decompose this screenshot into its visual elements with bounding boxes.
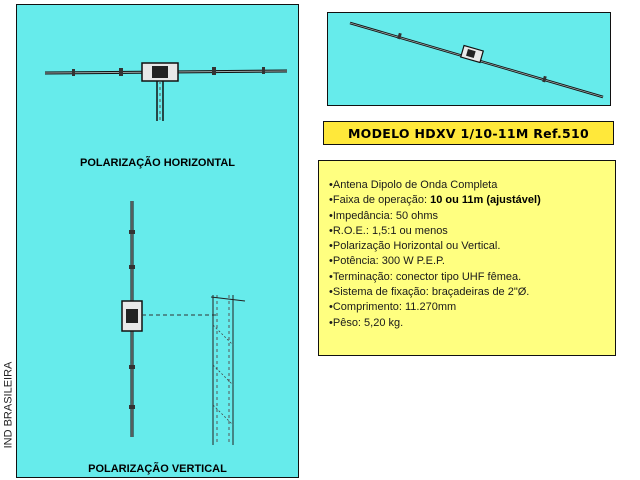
- antenna-drawings: [44, 62, 288, 445]
- antenna-illustration-panel: POLARIZAÇÃO HORIZONTAL POLARIZAÇÃO VERTI…: [16, 4, 299, 478]
- antenna-photo-panel: [327, 12, 611, 106]
- side-label-text: IND BRASILEIRA: [2, 361, 14, 449]
- spec-item: Potência: 300 W P.E.P.: [329, 254, 615, 269]
- spec-item: Sistema de fixação: braçadeiras de 2"Ø.: [329, 285, 615, 300]
- diagonal-antenna-drawing: [349, 21, 604, 99]
- vertical-dipole-drawing: [121, 201, 246, 445]
- vertical-polarization-caption: POLARIZAÇÃO VERTICAL: [88, 463, 227, 475]
- spec-item: Antena Dipolo de Onda Completa: [329, 178, 615, 193]
- model-title-box: MODELO HDXV 1/10-11M Ref.510: [323, 121, 614, 145]
- spec-item: Impedância: 50 ohms: [329, 209, 615, 224]
- side-label: IND BRASILEIRA: [1, 345, 15, 465]
- horizontal-polarization-caption: POLARIZAÇÃO HORIZONTAL: [79, 157, 235, 169]
- model-title: MODELO HDXV 1/10-11M Ref.510: [347, 125, 590, 141]
- spec-item: R.O.E.: 1,5:1 ou menos: [329, 224, 615, 239]
- spec-item: Comprimento: 11.270mm: [329, 300, 615, 315]
- spec-item: Polarização Horizontal ou Vertical.: [329, 239, 615, 254]
- spec-item: Terminação: conector tipo UHF fêmea.: [329, 270, 615, 285]
- horizontal-dipole-drawing: [44, 62, 288, 121]
- specifications-list: Antena Dipolo de Onda Completa Faixa de …: [329, 178, 615, 331]
- spec-item: Faixa de operação: 10 ou 11m (ajustável): [329, 193, 615, 208]
- specifications-box: Antena Dipolo de Onda Completa Faixa de …: [318, 160, 616, 356]
- spec-item: Pêso: 5,20 kg.: [329, 316, 615, 331]
